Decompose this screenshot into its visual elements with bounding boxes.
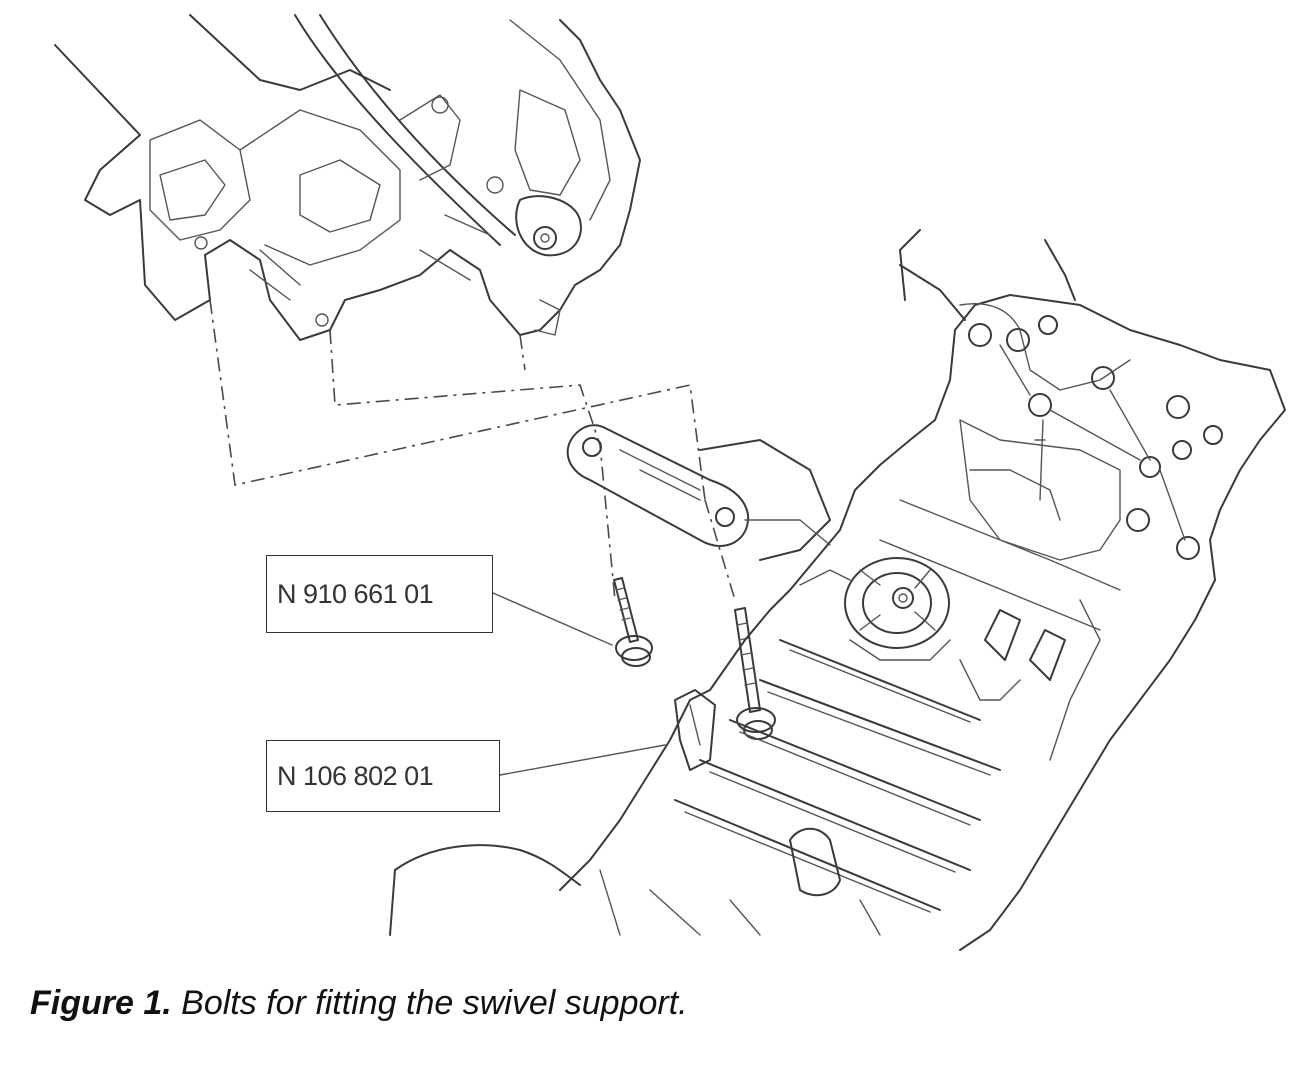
bolt-short bbox=[613, 577, 653, 667]
leader-line-upper bbox=[492, 592, 613, 646]
leader-line-lower bbox=[499, 744, 666, 776]
caption-label: Figure 1. bbox=[30, 984, 172, 1022]
figure-caption: Figure 1. Bolts for fitting the swivel s… bbox=[30, 984, 688, 1023]
part-number-upper: N 910 661 01 bbox=[277, 578, 434, 609]
swivel-support-bracket bbox=[566, 424, 831, 561]
part-number-lower: N 106 802 01 bbox=[277, 760, 434, 791]
part-number-callout-upper: N 910 661 01 bbox=[266, 555, 493, 633]
upper-assembly bbox=[54, 14, 641, 341]
alignment-lines bbox=[209, 299, 736, 601]
caption-text: Bolts for fitting the swivel support. bbox=[171, 984, 688, 1022]
bolt-long bbox=[734, 607, 776, 740]
lower-assembly bbox=[389, 229, 1286, 951]
part-number-callout-lower: N 106 802 01 bbox=[266, 740, 500, 812]
